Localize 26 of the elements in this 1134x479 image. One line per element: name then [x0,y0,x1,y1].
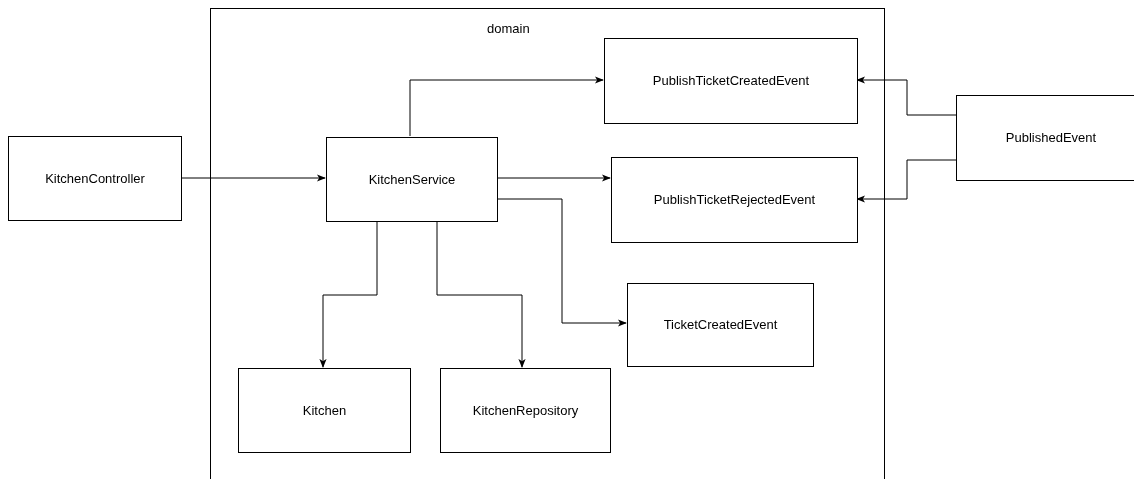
component-label: KitchenService [367,170,457,189]
component-label: PublishTicketCreatedEvent [651,72,811,91]
component-label: PublishedEvent [1004,129,1098,148]
arrow [496,198,627,327]
arrow [496,174,611,182]
component-label: KitchenController [44,169,146,188]
component-label: Kitchen [301,401,348,420]
arrow [319,220,378,368]
component-box [8,136,182,221]
container-label: domain [487,20,530,38]
arrow [409,76,604,137]
container-box [210,8,885,479]
component-box [956,95,1134,181]
component-box [326,137,498,222]
component-box [604,38,858,124]
component-box [238,368,411,453]
component-label: TicketCreatedEvent [662,316,779,335]
arrow [856,159,957,203]
arrow [181,174,326,182]
component-box [440,368,611,453]
component-box [611,157,858,243]
component-label: PublishTicketRejectedEvent [652,191,817,210]
arrow [856,76,957,116]
arrow [436,220,526,368]
component-label: KitchenRepository [471,401,580,420]
component-box [627,283,814,367]
